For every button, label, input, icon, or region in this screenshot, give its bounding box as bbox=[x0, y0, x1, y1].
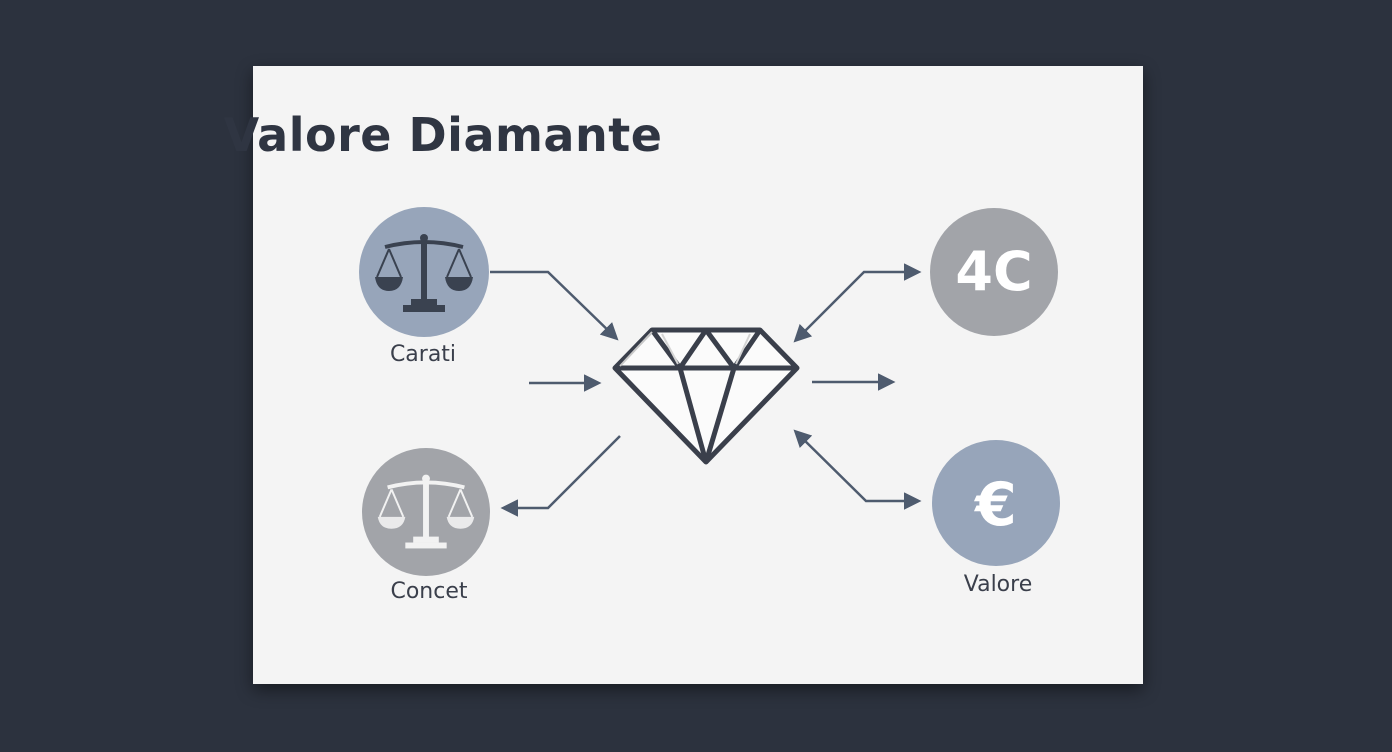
concet-label: Concet bbox=[390, 579, 468, 604]
diamond-icon bbox=[612, 327, 800, 465]
diagram-title: Valore Diamante bbox=[223, 108, 663, 162]
concet-node bbox=[362, 448, 490, 576]
scales-icon bbox=[377, 474, 475, 549]
arrow-diamond-to-four-c bbox=[793, 263, 922, 343]
scales-icon bbox=[375, 234, 473, 312]
euro-badge: € bbox=[975, 470, 1017, 540]
four-c-badge: 4C bbox=[955, 240, 1033, 303]
four-c-node: 4C bbox=[930, 208, 1058, 336]
carati-label: Carati bbox=[389, 342, 457, 367]
valore-label: Valore bbox=[963, 572, 1033, 597]
carati-node bbox=[359, 207, 489, 337]
arrow-diamond-to-concet bbox=[500, 435, 621, 517]
arrow-diamond-to-valore bbox=[793, 429, 922, 510]
valore-node: € bbox=[932, 440, 1060, 566]
arrow-carati-to-diamond bbox=[490, 270, 619, 341]
